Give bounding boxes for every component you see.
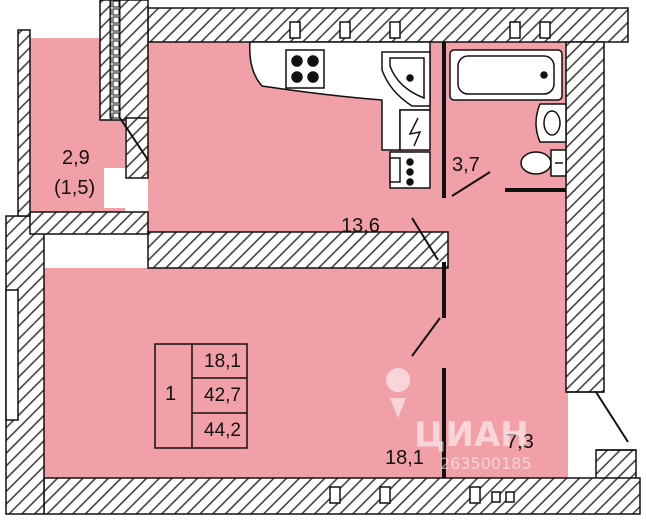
entrance-opening	[566, 391, 636, 451]
windows	[5, 21, 551, 504]
wall-balcony-bottom	[29, 211, 149, 235]
door-room	[411, 317, 441, 357]
watermark-listing-id: 263500185	[440, 454, 532, 473]
stove-icon	[285, 49, 325, 89]
door-bathroom	[451, 171, 491, 197]
wall-balcony-left	[99, 0, 149, 121]
sink-icon	[381, 51, 431, 107]
partitions	[442, 42, 566, 478]
wall-bottom	[43, 477, 641, 515]
room-area-label: 18,1	[385, 447, 424, 469]
living-area-value: 18,1	[204, 351, 241, 372]
kitchen-area-label: 13,6	[341, 215, 380, 237]
partition-tiles	[109, 0, 121, 119]
toilet-icon	[520, 149, 567, 177]
wall-inner-left	[125, 117, 149, 179]
watermark-logo	[386, 368, 411, 418]
door-balcony	[119, 117, 149, 161]
bathroom-area-label: 3,7	[452, 154, 480, 176]
room-floor	[44, 268, 444, 478]
total-area-value: 42,7	[204, 385, 241, 406]
total-with-balcony-value: 44,2	[204, 420, 241, 441]
door-kitchen	[411, 217, 439, 261]
rooms-count: 1	[165, 383, 177, 405]
wall-right	[565, 41, 605, 393]
wall-right-lower	[595, 449, 637, 481]
washbasin-icon	[535, 103, 567, 143]
stove-icon	[389, 151, 431, 189]
balcony-area-label: 2,9	[62, 147, 90, 169]
summary-table	[154, 343, 248, 449]
balcony-reduced-area-label: (1,5)	[54, 177, 96, 199]
boiler	[399, 109, 431, 151]
window-left	[5, 289, 19, 421]
hall-area-label: 7,3	[506, 431, 534, 453]
walls	[5, 0, 641, 515]
bathtub-icon	[449, 49, 563, 101]
watermark-brand: ЦИАН	[414, 415, 529, 455]
balcony-partition	[109, 0, 121, 119]
door-entrance	[595, 391, 629, 443]
wall-left-top	[17, 29, 31, 217]
wall-mid	[147, 231, 449, 269]
hall-floor	[444, 190, 568, 478]
doors	[119, 117, 629, 443]
wall-top	[147, 7, 629, 43]
window-icon	[289, 21, 551, 504]
